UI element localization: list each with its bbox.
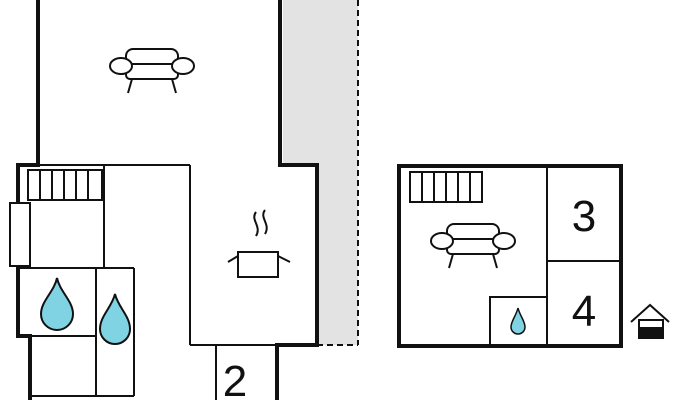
annex-building: [397, 164, 623, 348]
water-drop-icon: [39, 277, 75, 331]
sofa-icon: [109, 48, 195, 94]
terrace-shaded-area: [283, 0, 359, 346]
room-number-4: 4: [572, 287, 596, 336]
side-cabinet: [9, 202, 31, 267]
room-number-3: 3: [572, 192, 596, 241]
main-building-partitions: [18, 164, 277, 400]
entrance-house-icon: [630, 303, 670, 339]
sofa-icon: [430, 223, 516, 269]
water-drop-icon: [510, 307, 526, 335]
stairs-icon: [27, 169, 103, 201]
room-number-2: 2: [223, 357, 247, 400]
stairs-icon: [409, 171, 483, 203]
cooking-pot-icon: [227, 209, 291, 278]
water-drop-icon: [98, 293, 132, 345]
